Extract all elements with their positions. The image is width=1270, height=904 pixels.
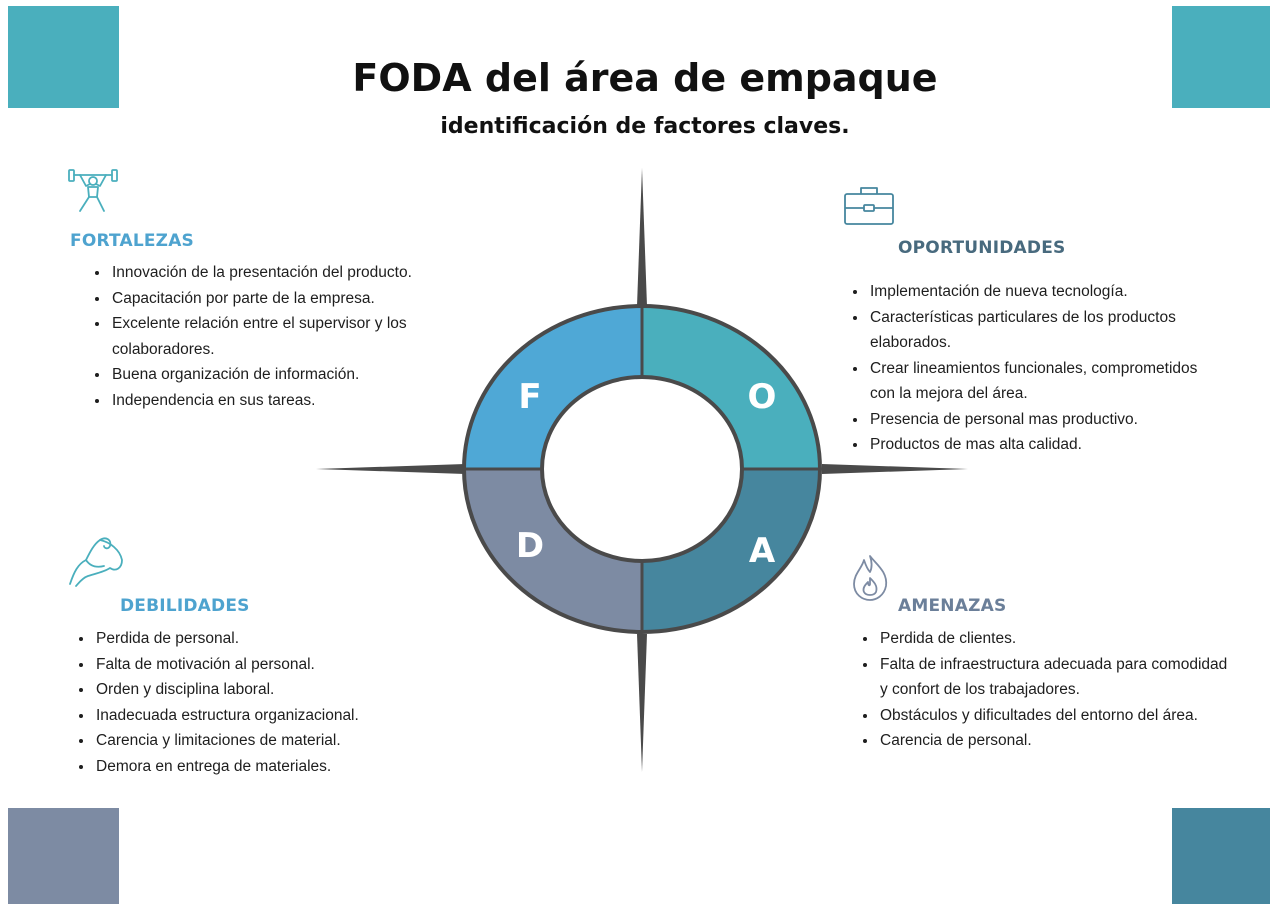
heading-fortalezas: FORTALEZAS xyxy=(70,231,194,251)
list-item: Inadecuada estructura organizacional. xyxy=(94,703,454,729)
list-item: Orden y disciplina laboral. xyxy=(94,677,454,703)
list-item: Independencia en sus tareas. xyxy=(110,388,450,414)
compass-spike-west xyxy=(316,464,465,474)
letter-o: O xyxy=(748,377,777,417)
segment-a xyxy=(642,469,820,632)
heading-amenazas: AMENAZAS xyxy=(898,596,1007,616)
heading-debilidades: DEBILIDADES xyxy=(120,596,250,616)
list-item: Capacitación por parte de la empresa. xyxy=(110,286,450,312)
corner-square-bottom-right xyxy=(1172,808,1270,904)
corner-square-bottom-left xyxy=(8,808,119,904)
segment-f xyxy=(464,306,642,469)
heading-oportunidades: OPORTUNIDADES xyxy=(898,238,1066,258)
list-item: Demora en entrega de materiales. xyxy=(94,754,454,780)
list-item: Obstáculos y dificultades del entorno de… xyxy=(878,703,1228,729)
donut-inner-hole xyxy=(540,375,744,563)
list-item: Presencia de personal mas productivo. xyxy=(868,407,1213,433)
list-item: Perdida de personal. xyxy=(94,626,454,652)
page-title: FODA del área de empaque xyxy=(352,56,938,100)
list-item: Implementación de nueva tecnología. xyxy=(868,279,1213,305)
letter-f: F xyxy=(518,377,541,417)
list-item: Buena organización de información. xyxy=(110,362,450,388)
list-item: Falta de motivación al personal. xyxy=(94,652,454,678)
list-item: Carencia y limitaciones de material. xyxy=(94,728,454,754)
briefcase-icon xyxy=(844,187,894,225)
list-item: Perdida de clientes. xyxy=(878,626,1228,652)
donut-outer-ring xyxy=(462,304,822,634)
compass-spike-east xyxy=(822,464,968,474)
flame-icon xyxy=(853,555,888,601)
compass-spike-north xyxy=(637,168,647,306)
list-item: Características particulares de los prod… xyxy=(868,305,1213,356)
fortalezas-list: Innovación de la presentación del produc… xyxy=(88,260,450,413)
list-item: Falta de infraestructura adecuada para c… xyxy=(878,652,1228,703)
list-item: Productos de mas alta calidad. xyxy=(868,432,1213,458)
compass-spike-south xyxy=(637,634,647,772)
corner-square-top-right xyxy=(1172,6,1270,108)
corner-square-top-left xyxy=(8,6,119,108)
list-item: Carencia de personal. xyxy=(878,728,1228,754)
letter-d: D xyxy=(516,526,544,566)
debilidades-list: Perdida de personal. Falta de motivación… xyxy=(72,626,454,779)
amenazas-list: Perdida de clientes. Falta de infraestru… xyxy=(856,626,1228,754)
page-subtitle: identificación de factores claves. xyxy=(440,114,850,139)
list-item: Excelente relación entre el supervisor y… xyxy=(110,311,450,362)
weightlifter-icon xyxy=(68,169,118,212)
list-item: Crear lineamientos funcionales, comprome… xyxy=(868,356,1213,407)
list-item: Innovación de la presentación del produc… xyxy=(110,260,450,286)
segment-d xyxy=(464,469,642,632)
letter-a: A xyxy=(749,531,776,571)
oportunidades-list: Implementación de nueva tecnología. Cara… xyxy=(846,279,1213,458)
flexed-arm-icon xyxy=(69,537,123,587)
segment-o xyxy=(642,306,820,469)
